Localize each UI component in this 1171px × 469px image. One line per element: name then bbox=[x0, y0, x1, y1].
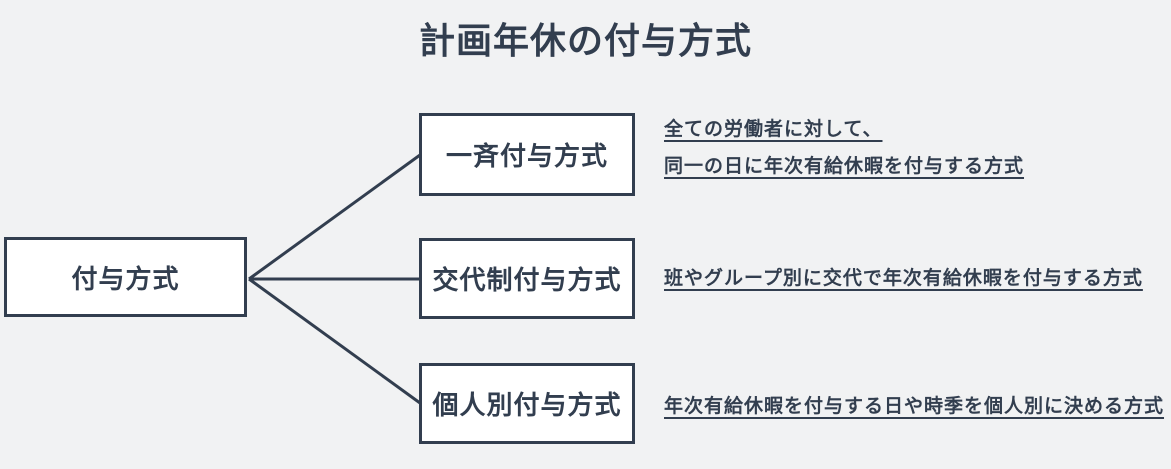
description-line: 同一の日に年次有給休暇を付与する方式 bbox=[664, 156, 1025, 177]
branch-node-label: 交代制付与方式 bbox=[432, 265, 622, 295]
branch-node-label: 個人別付与方式 bbox=[432, 390, 622, 420]
connector-line-top bbox=[248, 153, 421, 281]
branch-description-individual: 年次有給休暇を付与する日や時季を個人別に決める方式 bbox=[664, 388, 1164, 425]
branch-node-box-individual: 個人別付与方式 bbox=[419, 363, 635, 444]
description-line: 班やグループ別に交代で年次有給休暇を付与する方式 bbox=[664, 268, 1143, 289]
branch-node-label: 一斉付与方式 bbox=[445, 141, 608, 171]
description-line: 全ての労働者に対して、 bbox=[664, 119, 883, 140]
branch-description-rotation: 班やグループ別に交代で年次有給休暇を付与する方式 bbox=[664, 260, 1143, 297]
diagram-title: 計画年休の付与方式 bbox=[418, 20, 752, 61]
branch-node-box-simultaneous: 一斉付与方式 bbox=[419, 113, 635, 196]
branch-node-box-rotation: 交代制付与方式 bbox=[419, 238, 635, 319]
description-line: 年次有給休暇を付与する日や時季を個人別に決める方式 bbox=[664, 396, 1165, 417]
branch-description-simultaneous: 全ての労働者に対して、 同一の日に年次有給休暇を付与する方式 bbox=[664, 111, 1024, 185]
root-node-label: 付与方式 bbox=[71, 263, 180, 294]
connector-line-bottom bbox=[248, 277, 421, 405]
root-node-box: 付与方式 bbox=[4, 237, 247, 317]
